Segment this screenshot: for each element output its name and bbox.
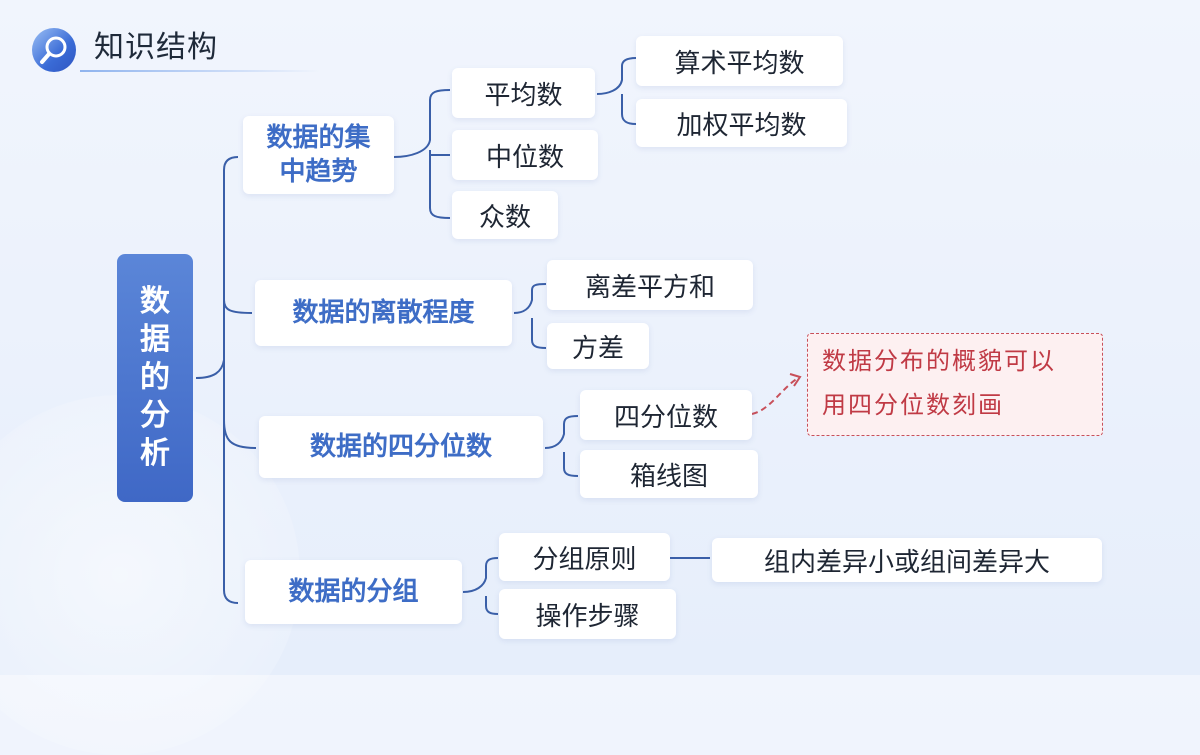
node-label: 箱线图 bbox=[629, 461, 708, 492]
node-label: 众数 bbox=[478, 202, 531, 233]
node-label: 方差 bbox=[571, 333, 624, 364]
node-mode: 众数 bbox=[452, 191, 558, 239]
node-label: 算术平均数 bbox=[674, 48, 805, 79]
branch-dispersion: 数据的离散程度 bbox=[255, 280, 512, 346]
root-node: 数据的分析 bbox=[117, 254, 193, 502]
page-title: 知识结构 bbox=[94, 30, 218, 65]
node-procedure: 操作步骤 bbox=[499, 589, 676, 639]
title-underline bbox=[80, 70, 320, 72]
magnifier-icon bbox=[32, 28, 76, 72]
node-label: 平均数 bbox=[484, 80, 563, 111]
node-grouping-principle: 分组原则 bbox=[499, 533, 670, 581]
node-label: 分组原则 bbox=[532, 544, 637, 575]
node-label: 加权平均数 bbox=[676, 110, 807, 141]
node-sum-of-squares: 离差平方和 bbox=[547, 260, 753, 310]
node-label: 中位数 bbox=[485, 142, 564, 173]
branch-label: 数据的分组 bbox=[288, 577, 419, 607]
node-quartile: 四分位数 bbox=[580, 390, 752, 440]
node-boxplot: 箱线图 bbox=[580, 450, 758, 498]
note-line: 用四分位数刻画 bbox=[822, 391, 1004, 419]
node-label: 操作步骤 bbox=[535, 601, 640, 632]
node-grouping-rule: 组内差异小或组间差异大 bbox=[712, 538, 1102, 582]
node-arithmetic-mean: 算术平均数 bbox=[636, 36, 843, 86]
node-label: 离差平方和 bbox=[584, 272, 715, 303]
branch-label: 数据的四分位数 bbox=[309, 432, 492, 462]
branch-label: 数据的离散程度 bbox=[292, 298, 475, 328]
connector-lines bbox=[195, 57, 802, 615]
node-mean: 平均数 bbox=[452, 68, 595, 118]
note-callout: 数据分布的概貌可以 用四分位数刻画 bbox=[807, 333, 1103, 436]
node-variance: 方差 bbox=[547, 323, 649, 369]
node-median: 中位数 bbox=[452, 130, 598, 180]
branch-grouping: 数据的分组 bbox=[245, 560, 462, 624]
node-label: 四分位数 bbox=[613, 402, 718, 433]
branch-label: 数据的集中趋势 bbox=[266, 123, 371, 187]
note-line: 数据分布的概貌可以 bbox=[822, 347, 1056, 375]
node-weighted-mean: 加权平均数 bbox=[636, 99, 847, 147]
root-label: 数据的分析 bbox=[140, 284, 170, 471]
node-label: 组内差异小或组间差异大 bbox=[763, 547, 1050, 578]
branch-central-tendency: 数据的集中趋势 bbox=[243, 116, 394, 194]
branch-quartiles: 数据的四分位数 bbox=[259, 416, 543, 478]
